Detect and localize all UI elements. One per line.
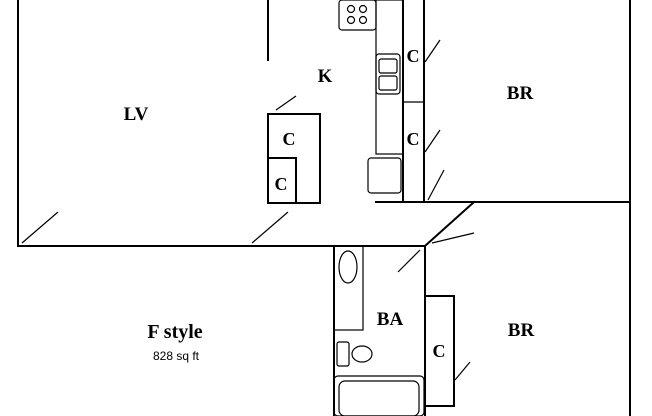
unit-style-label: F style bbox=[147, 321, 202, 343]
bedroom-closet-door-swing bbox=[454, 361, 471, 381]
living-door-swing-right bbox=[251, 211, 289, 244]
refrigerator-icon bbox=[367, 157, 402, 194]
living-door-swing-left bbox=[21, 211, 59, 244]
room-label-bedroom-top: BR bbox=[507, 83, 534, 104]
room-label-kitchen: K bbox=[318, 66, 333, 87]
closet-label-bedroom: C bbox=[433, 341, 446, 361]
bath-fixtures bbox=[333, 245, 425, 416]
kitchen-door-swing bbox=[275, 95, 297, 111]
bath-door-swing bbox=[397, 249, 421, 273]
closet-door-swing-upper bbox=[424, 39, 441, 63]
closet-label-hall-lower: C bbox=[407, 129, 420, 149]
kitchen-counter bbox=[375, 0, 404, 155]
closet-label-pantry-lower: C bbox=[275, 174, 288, 194]
bathtub-icon bbox=[333, 375, 425, 416]
room-label-bedroom-bottom: BR bbox=[508, 320, 535, 341]
kitchen-pantry bbox=[267, 113, 321, 204]
closet-label-hall-upper: C bbox=[407, 46, 420, 66]
walls bbox=[17, 0, 631, 416]
stove-icon bbox=[338, 0, 377, 31]
room-label-living: LV bbox=[124, 104, 149, 125]
bath-sink-icon bbox=[338, 250, 358, 284]
room-label-bath: BA bbox=[377, 309, 404, 330]
hall-door-swing bbox=[431, 232, 475, 244]
closet-door-swing-lower bbox=[424, 129, 441, 153]
unit-area-label: 828 sq ft bbox=[153, 349, 200, 363]
kitchen-sink-icon bbox=[375, 53, 401, 95]
closet-label-pantry-upper: C bbox=[283, 129, 296, 149]
toilet-bowl-icon bbox=[351, 345, 373, 363]
door-swings bbox=[21, 39, 475, 381]
toilet-tank-icon bbox=[336, 341, 350, 367]
bedroom-closet bbox=[424, 295, 455, 407]
kitchen-fixtures bbox=[338, 0, 424, 194]
vanity-counter bbox=[333, 245, 364, 331]
bedroom-door-swing-top bbox=[427, 169, 445, 201]
